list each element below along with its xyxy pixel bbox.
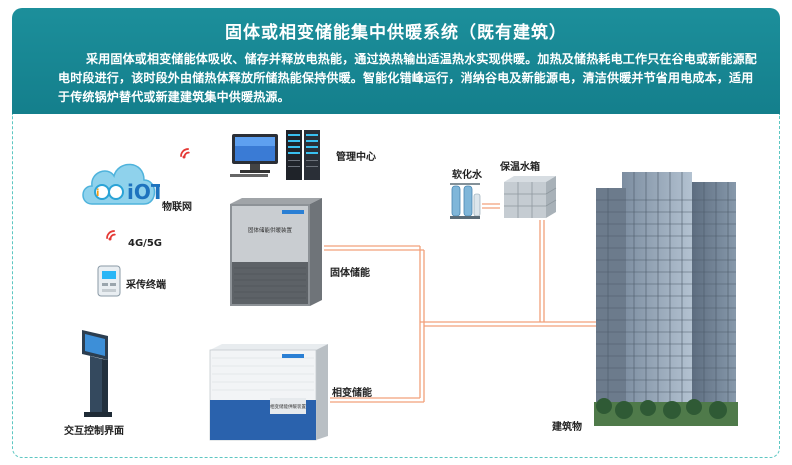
kiosk-icon (82, 330, 112, 417)
building-icon (594, 172, 738, 426)
iot-cloud-icon: i iOT (82, 163, 160, 205)
management-center-label: 管理中心 (336, 152, 376, 163)
svg-text:固体储能供暖装置: 固体储能供暖装置 (248, 226, 293, 234)
signal-icon (106, 230, 116, 241)
diagram-frame (12, 114, 780, 458)
terminal-label: 采传终端 (126, 280, 166, 291)
water-softener-icon (450, 183, 481, 219)
iot-label: 物联网 (162, 202, 192, 213)
solid-storage-label: 固体储能 (330, 268, 370, 279)
water-tank-icon (504, 176, 557, 218)
pipe-softener-tank (482, 203, 500, 209)
computer-icon (230, 134, 278, 177)
page-title: 固体或相变储能集中供暖系统（既有建筑） (225, 23, 567, 43)
pipe-to-building (420, 321, 604, 327)
phase-storage-label: 相变储能 (332, 388, 372, 399)
svg-text:i: i (96, 188, 99, 199)
solid-storage-unit: 固体储能供暖装置 (230, 198, 322, 306)
pipe-phase-outlet (330, 397, 424, 403)
building-label: 建筑物 (552, 422, 582, 433)
svg-text:iOT: iOT (127, 180, 160, 204)
server-rack-icon (286, 130, 320, 180)
phase-storage-unit: 相变储能供暖装置 (209, 344, 328, 441)
system-description: 采用固体或相变储能体吸收、储存并释放电热能，通过换热输出适温热水实现供暖。加热及… (58, 52, 758, 104)
pipe-solid-outlet (324, 245, 424, 251)
svg-text:相变储能供暖装置: 相变储能供暖装置 (270, 403, 306, 410)
pipe-tank-branch (539, 220, 545, 322)
insulated-tank-label: 保温水箱 (500, 162, 540, 173)
interactive-ui-label: 交互控制界面 (64, 426, 124, 437)
wifi-icon (180, 148, 190, 159)
pipe-riser (419, 246, 425, 402)
softened-water-label: 软化水 (452, 170, 482, 181)
collection-terminal-icon (97, 265, 121, 297)
network-label: 4G/5G (128, 238, 162, 249)
header-panel: 固体或相变储能集中供暖系统（既有建筑） 采用固体或相变储能体吸收、储存并释放电热… (12, 8, 780, 114)
